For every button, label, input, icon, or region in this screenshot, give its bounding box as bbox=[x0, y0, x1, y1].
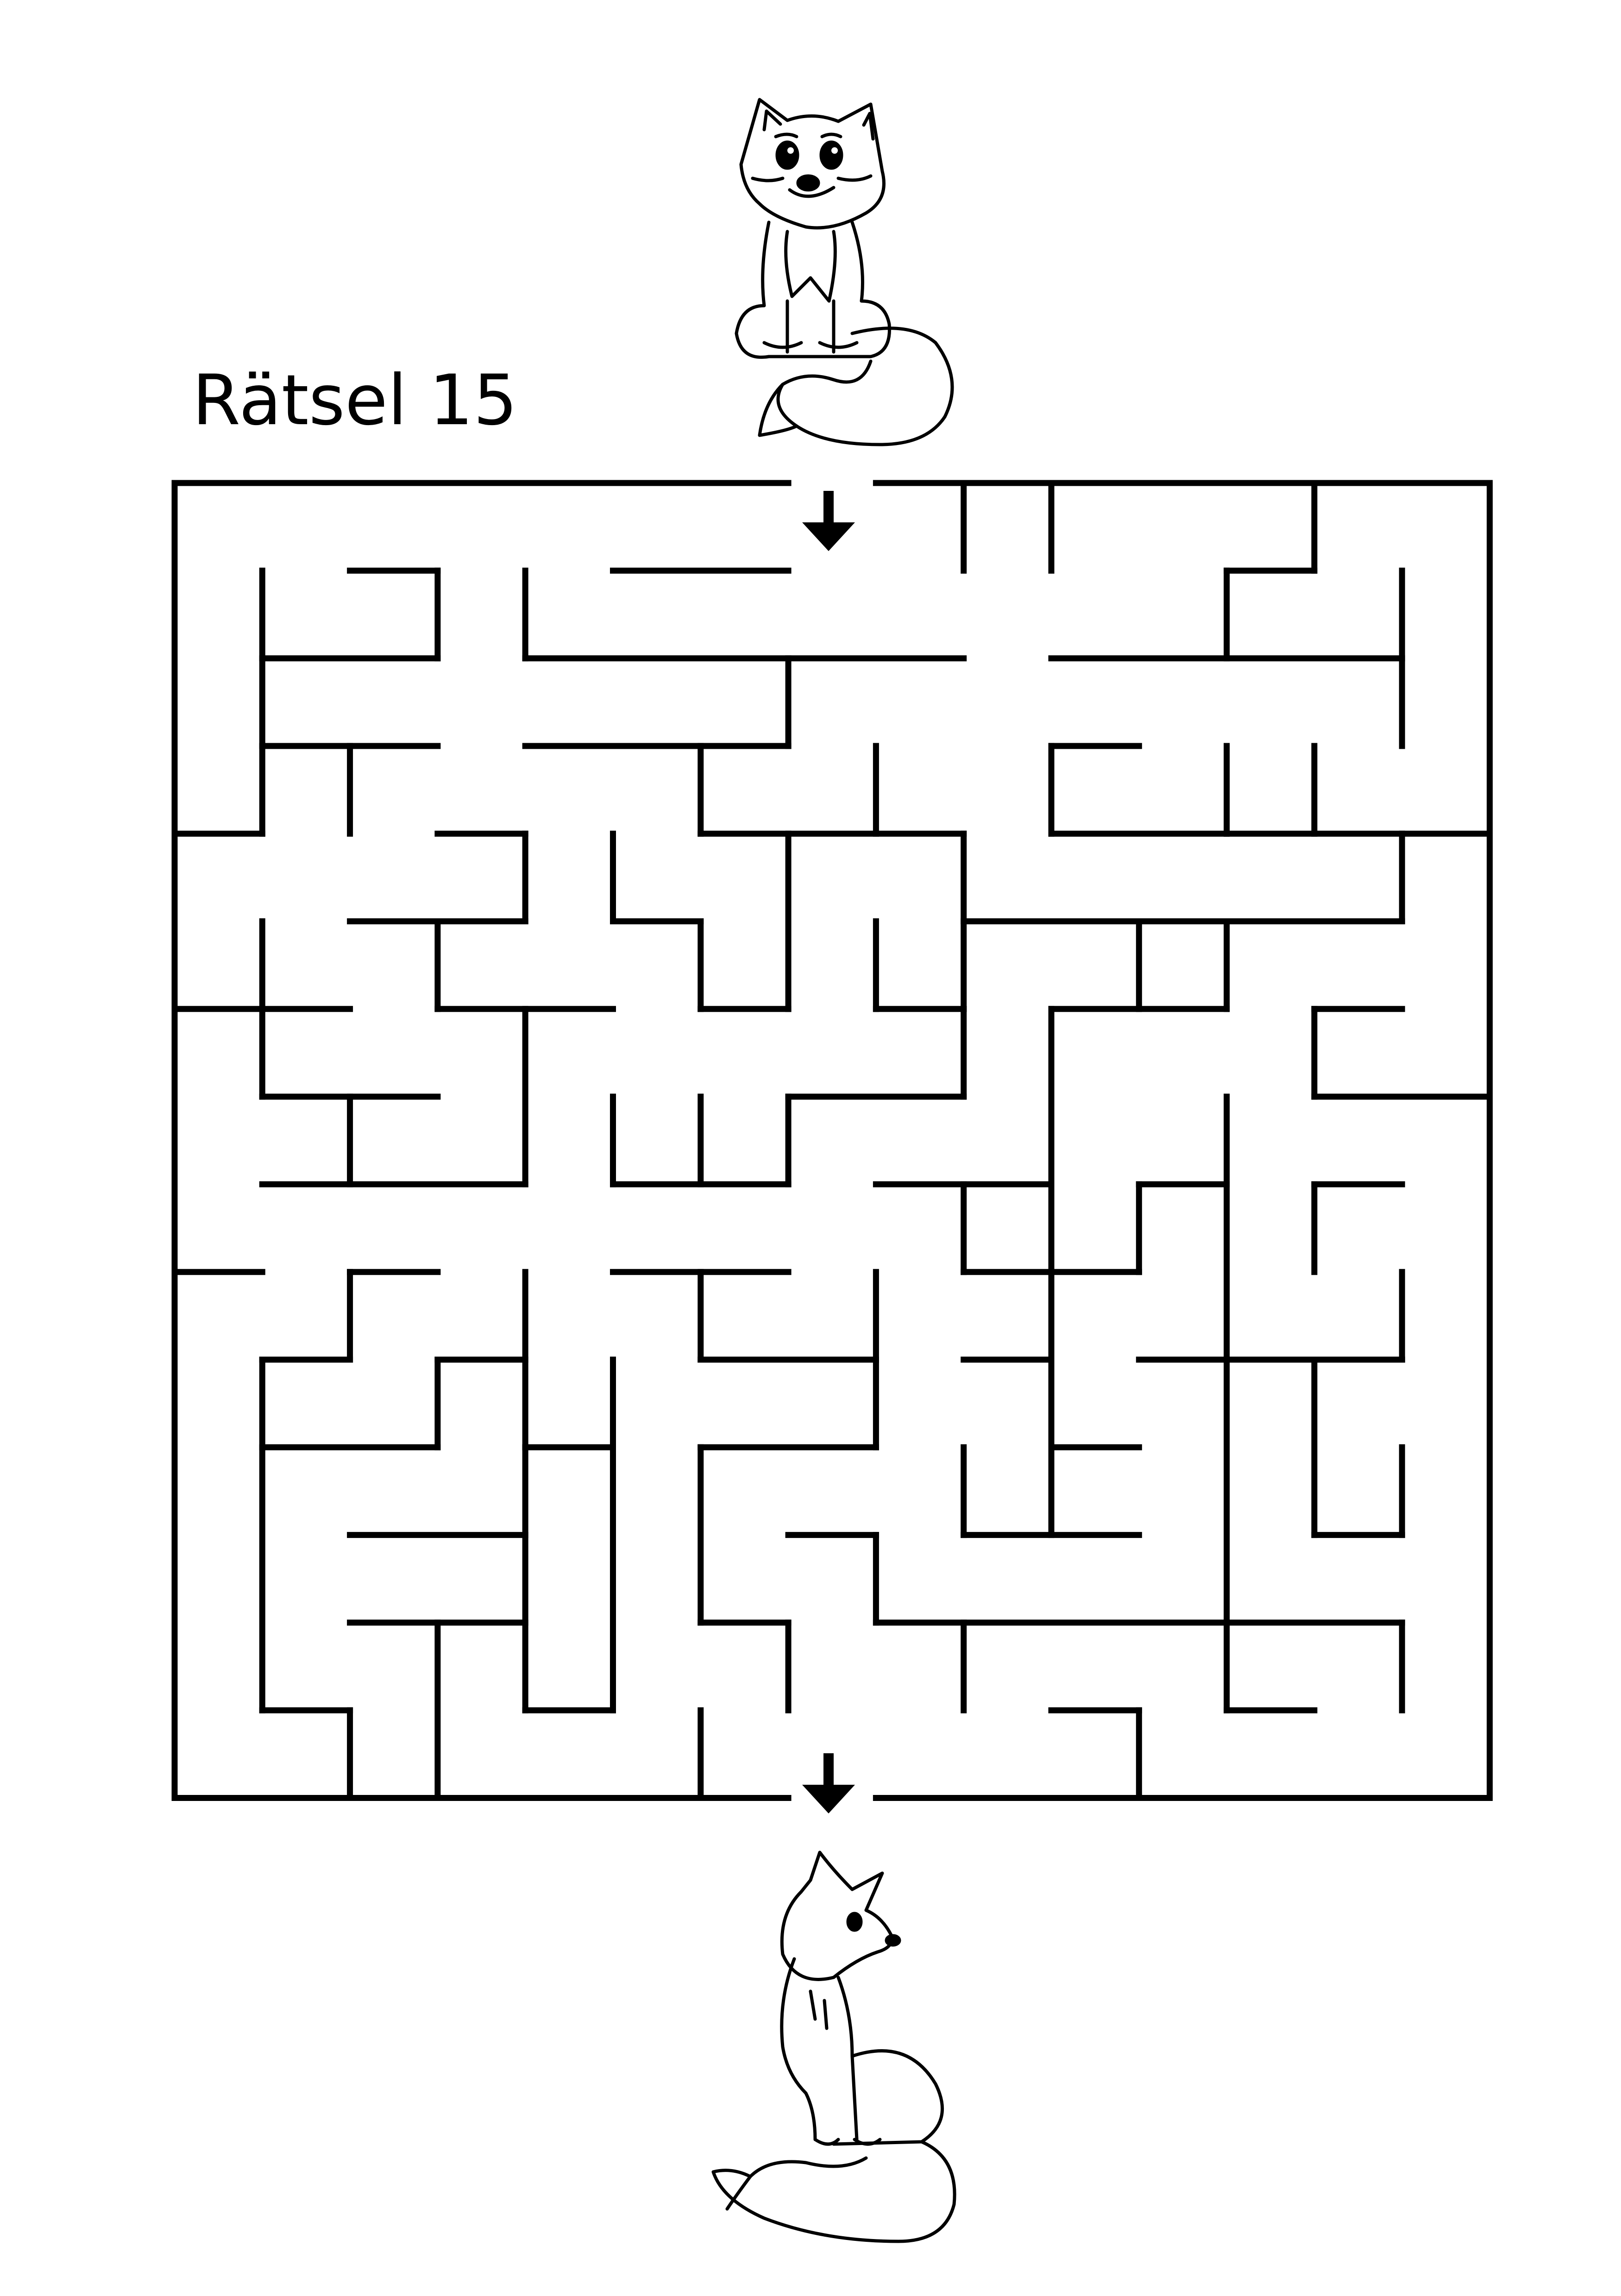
entrance-arrow bbox=[802, 491, 855, 551]
fox-icon bbox=[711, 1851, 956, 2243]
fox-kit-icon bbox=[735, 98, 954, 446]
exit-arrow bbox=[802, 1753, 855, 1813]
puzzle-title: Rätsel 15 bbox=[192, 360, 518, 441]
maze-walls bbox=[171, 480, 1493, 1801]
